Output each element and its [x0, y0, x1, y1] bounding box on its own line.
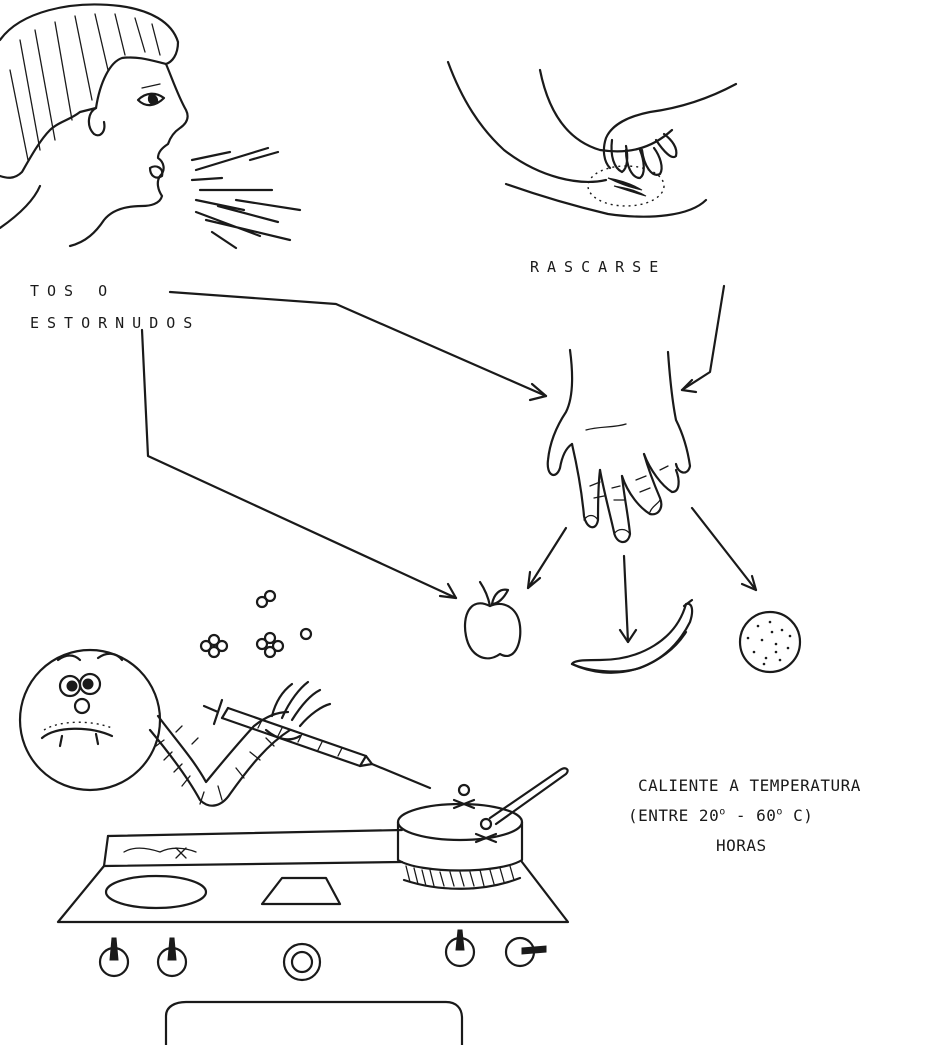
- scratch-label: RASCARSE: [530, 258, 666, 276]
- germ-clusters: [201, 591, 311, 657]
- sneeze-label: ESTORNUDOS: [30, 314, 200, 332]
- cough-label: TOS O: [30, 282, 115, 300]
- cough-label-line2: ESTORNUDOS: [30, 314, 200, 332]
- heat-caption: CALIENTE A TEMPERATURA: [638, 776, 861, 795]
- scratching-arm-figure: [448, 62, 736, 217]
- cough-label-line1: TOS O: [30, 282, 115, 300]
- heat-range-caption: (ENTRE 20o - 60o C): [628, 806, 813, 825]
- sneezing-person-figure: [0, 4, 300, 248]
- apple-icon: [465, 582, 520, 658]
- orange-icon: [740, 612, 800, 672]
- heat-caption-line1: CALIENTE A TEMPERATURA: [638, 776, 861, 795]
- transmission-arrows: [142, 286, 756, 642]
- contaminated-hand-figure: [548, 350, 690, 542]
- stove-figure: [58, 830, 568, 1045]
- hours-caption: HORAS: [716, 836, 767, 855]
